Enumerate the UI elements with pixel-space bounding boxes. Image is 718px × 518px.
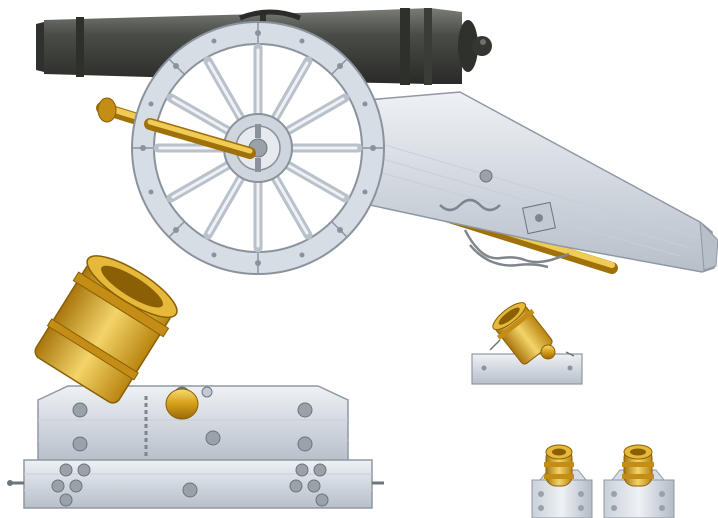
coehorn-mortar-left: [531, 444, 593, 518]
small-mortar: [471, 302, 583, 385]
coehorn-mortar-right: [603, 444, 675, 518]
large-mortar: [7, 255, 384, 509]
carriage-wheel: [131, 21, 385, 275]
mortar-tube: [34, 255, 178, 404]
mortar-bed: [7, 385, 384, 509]
field-cannon: [36, 8, 718, 275]
rammer-head: [97, 97, 256, 159]
